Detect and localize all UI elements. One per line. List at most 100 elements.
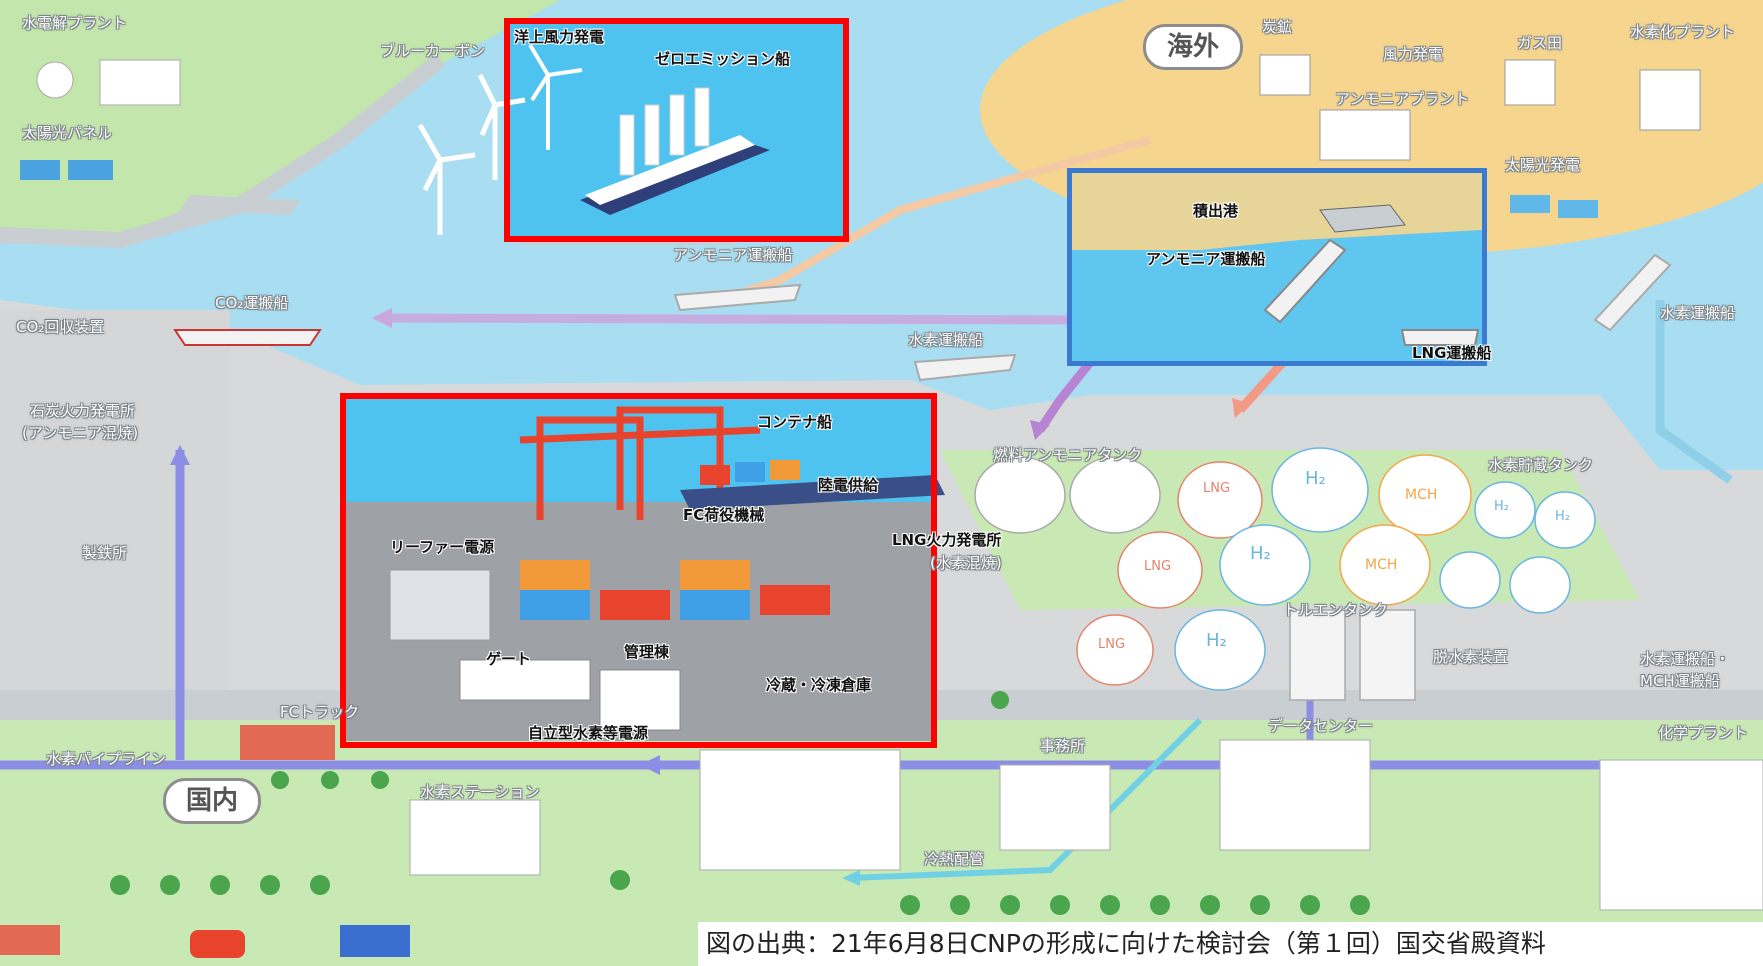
containers (520, 560, 830, 620)
tank-label-lng-1: LNG (1203, 481, 1231, 496)
facility-ammonia (1319, 109, 1411, 161)
container-ship (680, 460, 945, 510)
tank-label-h2-1: H₂ (1305, 468, 1326, 489)
label-hydrogen-carrier-mch: 水素運搬船・ (1640, 650, 1731, 668)
label-coal-mine: 炭鉱 (1262, 18, 1293, 36)
label-zero-emission-ship: ゼロエミッション船 (655, 50, 791, 68)
label-admin-building: 管理棟 (624, 643, 670, 661)
label-hydrogen-storage-tank: 水素貯蔵タンク (1488, 456, 1594, 474)
ship-co2 (173, 329, 322, 346)
label-data-center: データセンター (1268, 717, 1374, 735)
label-cold-heat-pipe: 冷熱配管 (924, 850, 985, 868)
label-solar-panel: 太陽光パネル (22, 124, 113, 142)
tank-label-h2-4: H₂ (1494, 499, 1509, 514)
highlight-loading-port (1067, 168, 1487, 366)
solar-overseas-2 (1558, 200, 1598, 218)
label-chemical-plant: 化学プラント (1658, 724, 1749, 742)
tanks (974, 447, 1596, 701)
label-loading-port: 積出港 (1193, 202, 1239, 220)
label-steelworks: 製鉄所 (82, 544, 128, 562)
tank-label-lng-3: LNG (1098, 637, 1126, 652)
ship-ammonia-box (1263, 238, 1347, 324)
label-blue-carbon: ブルーカーボン (380, 42, 486, 60)
label-solar-power: 太陽光発電 (1505, 156, 1581, 174)
label-ammonia-plant: アンモニアプラント (1335, 90, 1470, 108)
label-shore-power: 陸電供給 (818, 476, 879, 494)
co2-flow (379, 313, 1091, 325)
data-center-building (1219, 739, 1371, 851)
chemical-plant-building (1599, 759, 1763, 911)
source-note: 図の出典：21年6月8日CNPの形成に向けた検討会（第１回）国交省殿資料 (698, 922, 1763, 966)
label-container-ship: コンテナ船 (757, 413, 833, 431)
wind-turbine-2 (477, 73, 526, 180)
label-lng-carrier: LNG運搬船 (1412, 344, 1492, 362)
label-toluene-tank: トルエンタンク (1283, 601, 1389, 619)
region-domestic: 国内 (163, 778, 261, 824)
gantry-cranes (519, 406, 761, 520)
label-cold-storage: 冷蔵・冷凍倉庫 (766, 676, 872, 694)
car-red (190, 930, 245, 958)
warehouse-building (699, 749, 901, 871)
cold-pipe (849, 717, 1203, 881)
tank-label-h2-2: H₂ (1250, 543, 1271, 564)
ship-hydrogen-right (1593, 253, 1672, 332)
facility-hydrogenation (1639, 69, 1701, 131)
label-office: 事務所 (1040, 737, 1086, 755)
label-gas-field: ガス田 (1517, 34, 1563, 52)
label-hydrogen-pipeline: 水素パイプライン (46, 750, 167, 768)
solar-panel-1 (20, 160, 60, 180)
gate-structure (459, 659, 591, 701)
facility-gas (1504, 59, 1556, 106)
label-coal-power-sub: (アンモニア混焼) (22, 424, 139, 442)
zero-emission-ship (580, 87, 770, 215)
electrolysis-plant (99, 59, 181, 106)
wind-turbine-offshore (528, 43, 583, 150)
label-fc-cargo: FC荷役機械 (683, 506, 765, 524)
trees (110, 691, 1370, 915)
label-co2-capture: CO₂回収装置 (16, 318, 105, 336)
label-reefer-power: リーファー電源 (390, 538, 495, 556)
tank-label-lng-2: LNG (1144, 559, 1172, 574)
fc-truck-vehicle (240, 725, 335, 760)
label-ammonia-carrier-box: アンモニア運搬船 (1146, 250, 1266, 268)
label-lng-power: LNG火力発電所 (892, 531, 1002, 549)
label-fc-truck: FCトラック (280, 703, 360, 721)
label-hydro-electrolysis-plant: 水電解プラント (22, 14, 128, 32)
ship-lng (1400, 329, 1480, 346)
label-hydrogenation-plant: 水素化プラント (1630, 23, 1736, 41)
region-overseas: 海外 (1143, 24, 1243, 70)
hydrogen-flow-right (1655, 300, 1733, 484)
label-wind-power: 風力発電 (1383, 45, 1444, 63)
truck-left (0, 925, 60, 955)
highlight-terminal (340, 393, 937, 748)
tank-label-mch-2: MCH (1365, 557, 1398, 573)
tank-label-mch-1: MCH (1405, 487, 1438, 503)
left-industry (0, 310, 230, 710)
ship-hydrogen-mid (913, 353, 1017, 382)
label-coal-power: 石炭火力発電所 (30, 402, 136, 420)
breakwater-1 (180, 195, 300, 215)
breakwater-2 (127, 204, 203, 244)
label-offshore-wind: 洋上風力発電 (514, 28, 605, 46)
office-building (999, 764, 1111, 851)
solar-panel-2 (68, 160, 113, 180)
label-independent-hydrogen-power: 自立型水素等電源 (528, 724, 649, 742)
label-lng-power-sub: (水素混焼) (930, 554, 1002, 572)
label-ammonia-carrier-sea: アンモニア運搬船 (673, 246, 793, 264)
label-hydrogen-station: 水素ステーション (420, 783, 540, 801)
label-hydrogen-carrier-mch-2: MCH運搬船 (1640, 672, 1720, 690)
solar-overseas-1 (1510, 195, 1550, 213)
label-gate: ゲート (486, 650, 532, 668)
truck-blue (340, 925, 410, 957)
tank-label-h2-3: H₂ (1206, 630, 1227, 651)
wind-turbine-1 (417, 123, 476, 235)
label-hydrogen-carrier-mid: 水素運搬船 (908, 331, 984, 349)
label-co2-carrier: CO₂運搬船 (215, 294, 289, 312)
label-dehydrogenation: 脱水素装置 (1433, 648, 1509, 666)
tank-label-h2-5: H₂ (1555, 509, 1570, 524)
highlight-offshore-wind (504, 18, 849, 242)
label-hydrogen-carrier-right: 水素運搬船 (1660, 304, 1736, 322)
admin-structure (599, 669, 681, 731)
